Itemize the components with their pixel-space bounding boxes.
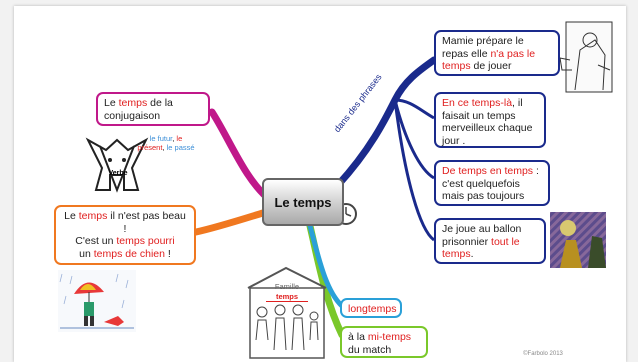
node-mi-temps: à la mi-temps du match [340, 326, 428, 358]
mamie-post: de jouer [470, 60, 512, 72]
pourri-l3-pre: un [79, 247, 94, 260]
verbe-sign: Verbe [108, 170, 128, 177]
famille-caption: Famille [274, 282, 300, 291]
cetemps-post: , il faisait un temps merveilleux chaque… [442, 97, 533, 147]
node-de-temps-en-temps: De temps en temps : c'est quelquefois ma… [434, 160, 550, 206]
ball-game-photo [550, 212, 606, 268]
tense-passe: le passé [166, 143, 195, 152]
family-house-illustration [247, 266, 327, 359]
mamie-pre: Mamie prépare le repas elle [442, 35, 524, 60]
branch-phrases-2 [394, 98, 435, 120]
mamie-red: n'a pas le temps [442, 47, 536, 73]
node-conjugaison-red: temps [118, 97, 148, 109]
longtemps-text: longtemps [348, 303, 397, 315]
central-topic: Le temps [262, 178, 344, 226]
rain-umbrella-illustration [58, 270, 136, 332]
verbe-character-icon [85, 137, 149, 193]
pourri-l3-post: ! [164, 247, 171, 260]
node-conjugaison: Le temps de la conjugaison [96, 92, 210, 126]
pourri-l1-post: il n'est pas beau ! [107, 210, 186, 235]
ballon-pre: Je joue au ballon prisonnier [442, 223, 522, 248]
node-temps-pourri: Le temps il n'est pas beau ! C'est un te… [54, 205, 196, 265]
tense-sep1: , [172, 134, 177, 143]
node-longtemps: longtemps [340, 298, 402, 318]
detemps-red: De temps en temps [442, 165, 534, 177]
node-conjugaison-pre: Le [104, 97, 119, 109]
node-ballon: Je joue au ballon prisonnier tout le tem… [434, 218, 546, 264]
node-ce-temps-la: En ce temps-là, il faisait un temps merv… [434, 92, 546, 148]
cetemps-red: En ce temps-là [442, 97, 513, 109]
detemps-post: : c'est quelquefois mais pas toujours [442, 165, 539, 202]
branch-phrases [334, 56, 438, 189]
branch-phrases-3 [393, 99, 435, 180]
branch-phrases-4 [393, 99, 435, 242]
pourri-l1-pre: Le [64, 210, 79, 222]
pourri-l2-pre: C'est un [75, 235, 117, 247]
mitemps-pre: à la [348, 331, 368, 343]
pourri-l1-red: temps [78, 210, 108, 222]
pourri-l3-red: temps de chien [93, 247, 165, 260]
tense-present: présent [137, 143, 163, 152]
node-mamie: Mamie prépare le repas elle n'a pas le t… [434, 30, 560, 76]
grandma-cooking-illustration [559, 21, 613, 93]
tense-le: le [176, 134, 183, 143]
branch-pourri [192, 208, 270, 236]
ballon-post: . [470, 248, 474, 260]
tense-futur: le futur [149, 134, 173, 143]
mitemps-post: du match [348, 343, 392, 356]
node-conjugaison-post: de la conjugaison [104, 97, 173, 122]
ballon-red: tout le temps [442, 235, 520, 261]
pourri-l2-red: temps pourri [116, 235, 175, 247]
branch-longtemps [307, 223, 345, 309]
tenses-label: le futur, le présent, le passé [130, 134, 202, 152]
mitemps-red: mi-temps [367, 331, 412, 343]
credit-text: ©Farbolo 2013 [523, 351, 563, 357]
famille-word: temps [266, 292, 308, 302]
tense-sep2: , [162, 143, 167, 152]
